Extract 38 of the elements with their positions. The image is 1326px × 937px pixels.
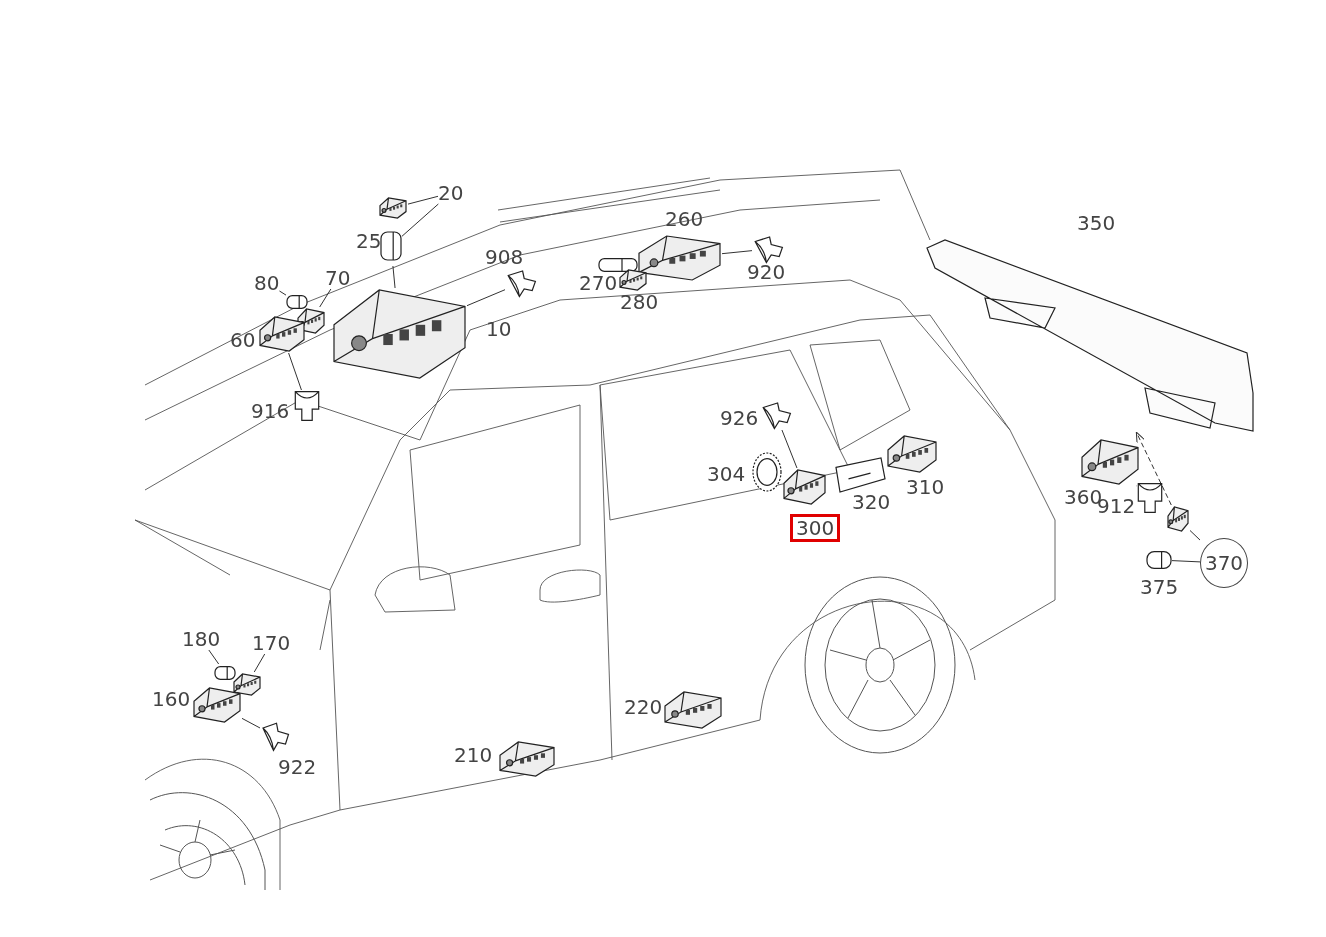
leader-line [1189,530,1201,541]
leader-line [253,653,266,673]
callout-number: 310 [906,476,945,498]
callout-number: 220 [624,696,663,718]
leader-line [1171,560,1201,563]
leader-line [401,203,439,237]
callout-number: 160 [152,688,191,710]
leader-line [721,250,753,255]
leader-line [781,429,798,469]
callout-number: 210 [454,744,493,766]
callout-number: 350 [1077,212,1116,234]
callout-number: 80 [254,272,280,294]
callout-number: 375 [1140,576,1179,598]
leader-line [1136,485,1138,487]
leader-line [392,265,396,289]
callout-number: 180 [182,628,221,650]
callout-number: 270 [579,272,618,294]
callout-number: 926 [720,407,759,429]
callout-number: 10 [486,318,512,340]
callout-number: 320 [852,491,891,513]
leader-line [319,288,332,308]
leader-line [241,717,261,729]
callout-number: 304 [707,463,746,485]
callout-number: 170 [252,632,291,654]
callout-number: 70 [325,267,351,289]
callout-number: 922 [278,756,317,778]
callout-number: 60 [230,329,256,351]
callout-number: 920 [747,261,786,283]
leader-line [466,289,506,307]
leader-line [288,352,302,391]
arrow [1135,431,1172,506]
callout-number: 25 [356,230,382,252]
callout-number: 280 [620,291,659,313]
leader-line [278,290,287,296]
leader-line [208,649,220,665]
highlighted-callout-number: 300 [790,514,841,542]
leader-line [407,195,439,205]
callout-number: 20 [438,182,464,204]
